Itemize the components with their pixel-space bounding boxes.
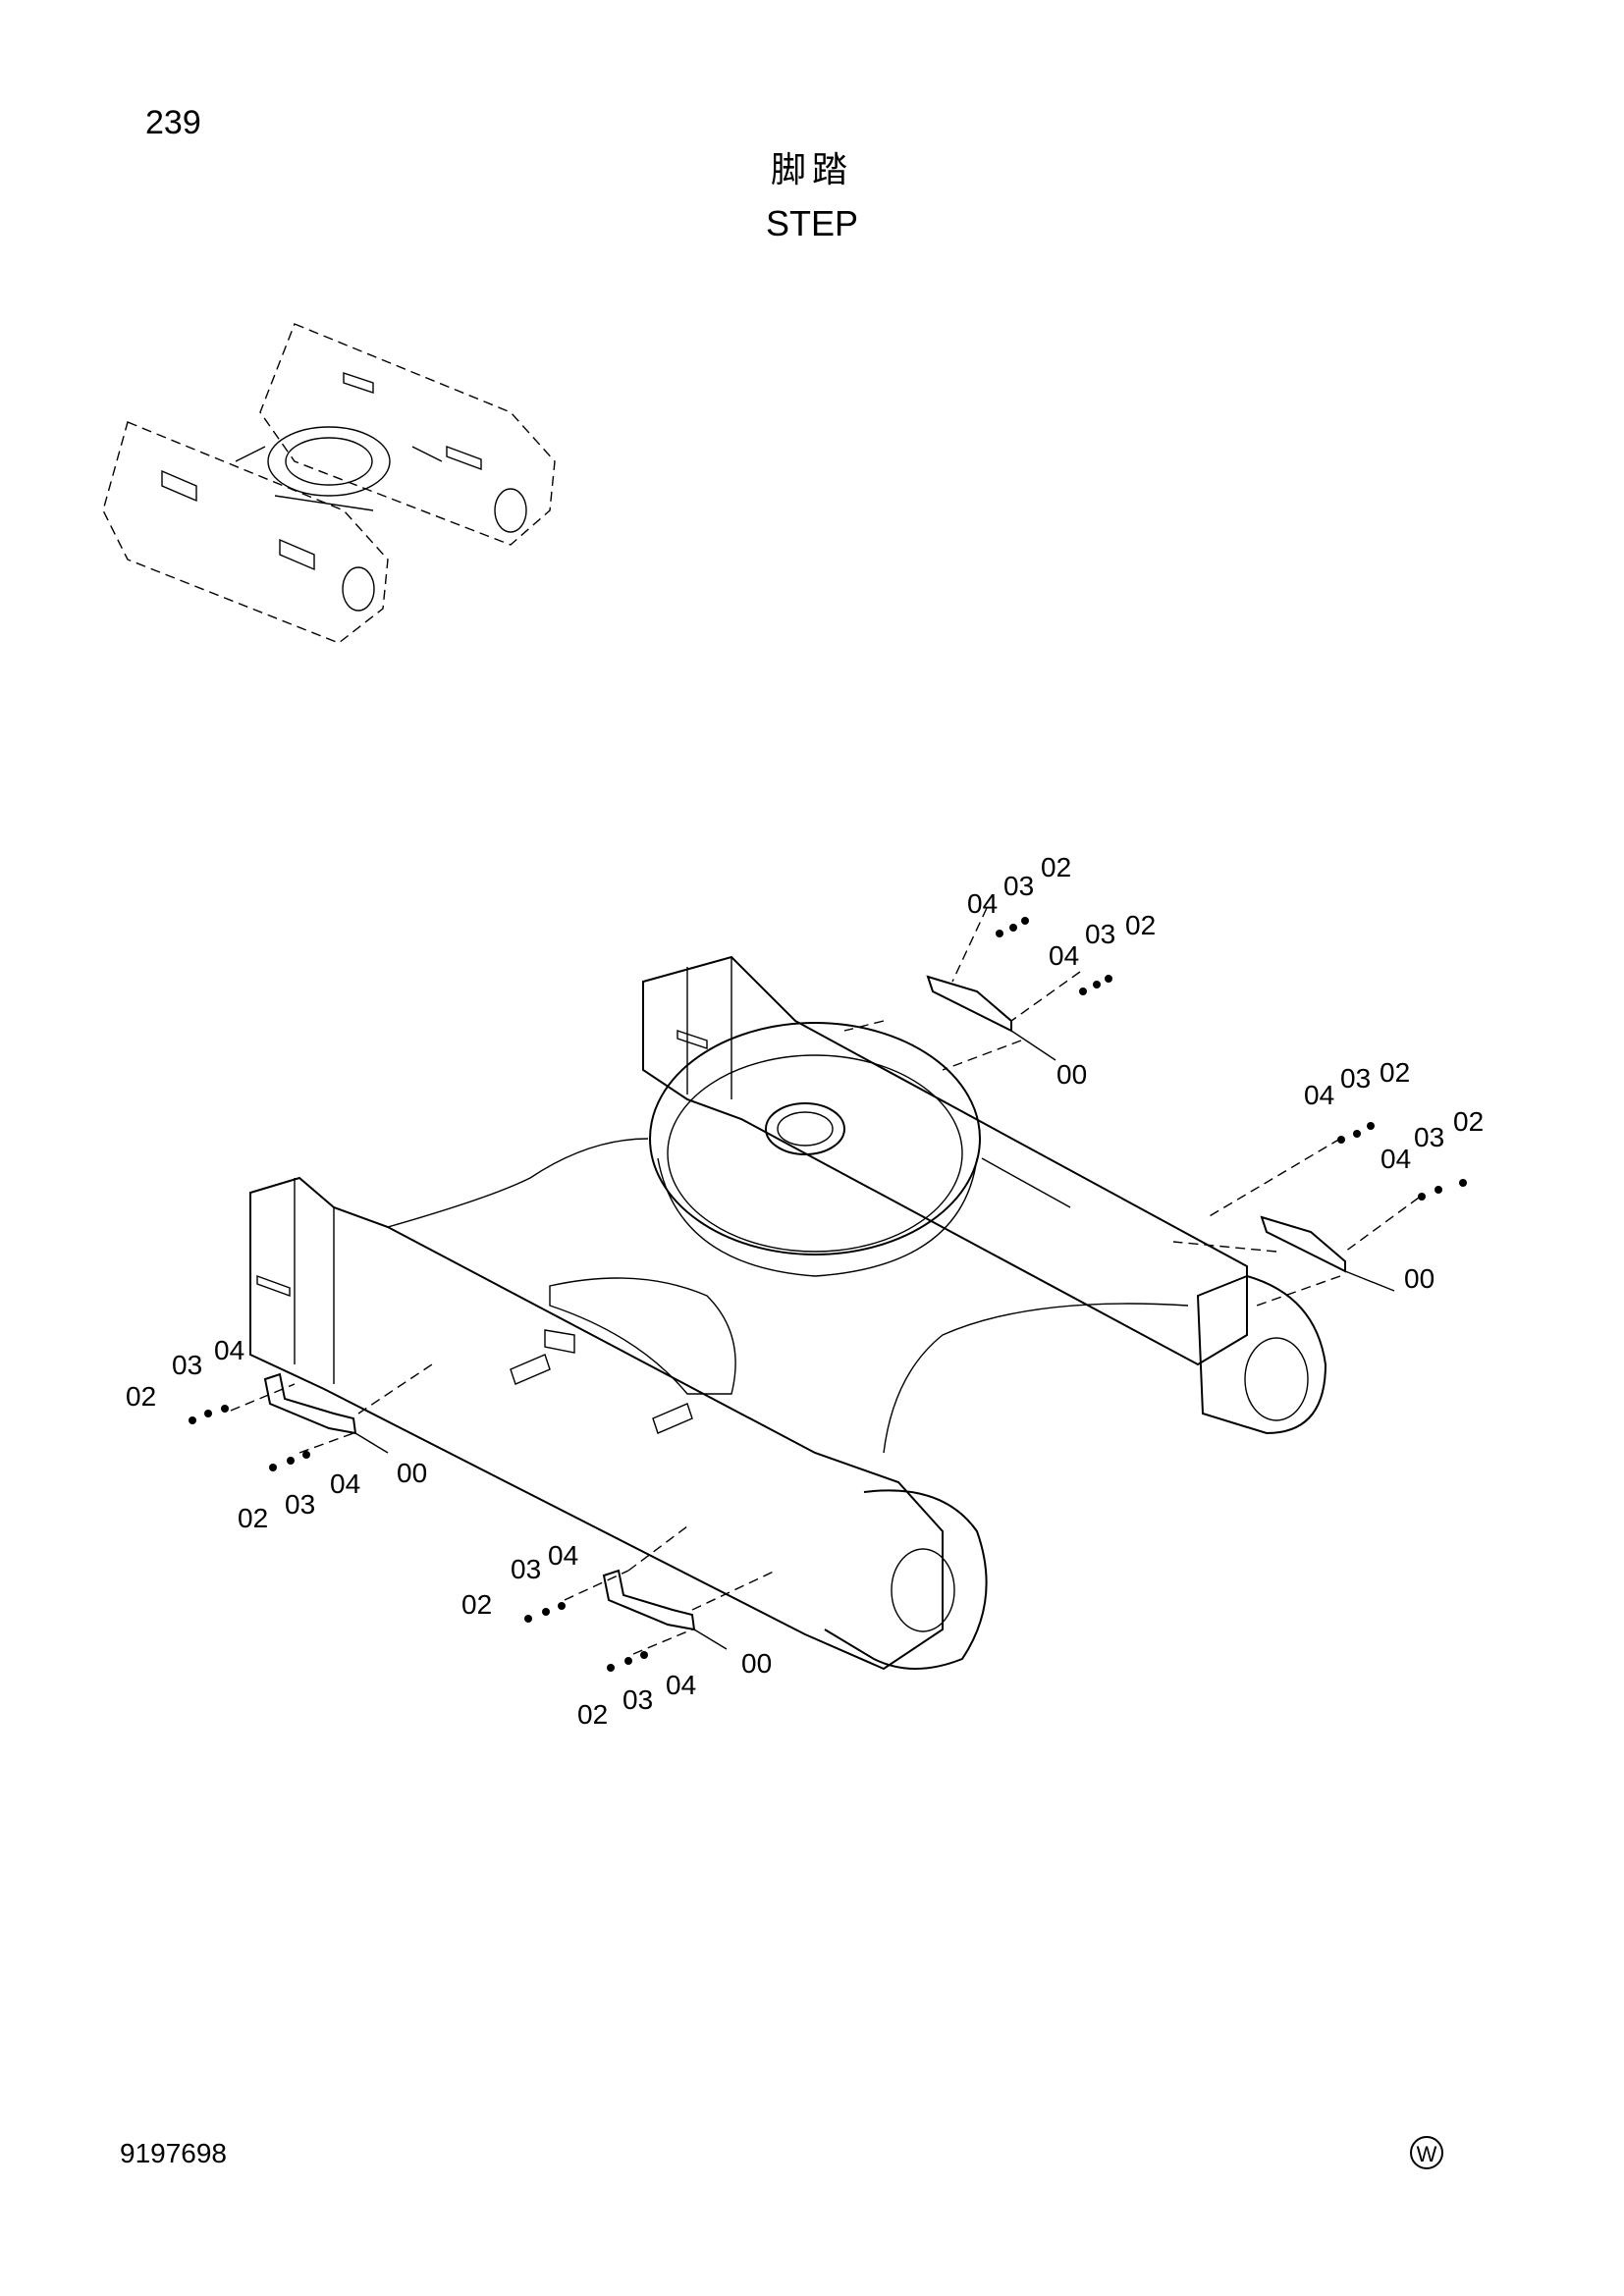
callout-label: 04 <box>666 1670 696 1700</box>
callout-label: 03 <box>1340 1063 1371 1094</box>
overview-sketch <box>102 323 556 644</box>
callout-label: 00 <box>1404 1263 1435 1294</box>
callout-label: 00 <box>1056 1059 1087 1090</box>
page-number: 239 <box>145 104 201 141</box>
corner-mark: W <box>1410 2136 1443 2169</box>
callout-label: 04 <box>1304 1080 1334 1110</box>
track-frame <box>249 955 1327 1671</box>
callout-label: 03 <box>1085 919 1115 949</box>
callout-label: 00 <box>741 1648 772 1679</box>
callout-label: 03 <box>1414 1122 1444 1152</box>
drawing-number: 9197698 <box>120 2138 228 2168</box>
callout-label: 04 <box>214 1335 244 1365</box>
callout-label: 03 <box>1003 871 1034 901</box>
callout-label: 03 <box>623 1684 653 1715</box>
step-lower-left <box>189 1363 433 1471</box>
callout-label: 04 <box>967 888 998 919</box>
callout-label: 03 <box>285 1489 315 1520</box>
step-right <box>1172 1122 1467 1307</box>
page-title-english: STEP <box>765 203 859 243</box>
callout-label: 02 <box>1380 1057 1410 1088</box>
callout-label: 04 <box>548 1540 578 1571</box>
callout-label: 02 <box>238 1503 268 1533</box>
callout-label: 02 <box>1453 1106 1484 1137</box>
callout-label: 04 <box>330 1468 360 1499</box>
callout-label: 04 <box>1049 940 1079 971</box>
callout-label: 03 <box>511 1554 541 1584</box>
callout-label: 03 <box>172 1350 202 1380</box>
callout-label: 00 <box>397 1458 427 1488</box>
callout-label: 02 <box>577 1699 608 1730</box>
callout-label: 02 <box>1041 852 1071 882</box>
callout-label: 02 <box>126 1381 156 1412</box>
step-bottom <box>524 1525 777 1672</box>
callout-label: 02 <box>1125 910 1156 940</box>
callout-label: 02 <box>461 1589 492 1620</box>
callout-labels: 04 03 02 04 03 02 00 04 03 02 04 03 02 0… <box>126 852 1484 1730</box>
step-upper <box>843 907 1112 1071</box>
page-title-japanese: 脚踏 <box>770 150 853 190</box>
callout-label: 04 <box>1380 1144 1411 1174</box>
